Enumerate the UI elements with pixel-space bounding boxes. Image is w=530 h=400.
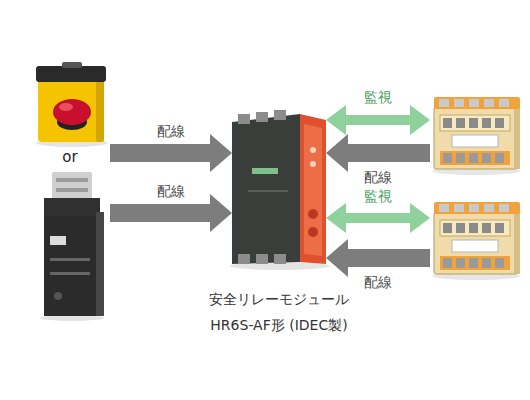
arrow-label: 監視 — [364, 188, 392, 206]
emergency-stop — [32, 60, 110, 160]
wiring-arrow — [326, 239, 430, 277]
contactor-illustration — [432, 97, 520, 175]
contactor — [430, 95, 522, 170]
monitor-arrow — [326, 203, 430, 233]
wiring-arrow — [110, 134, 232, 172]
arrow-label: 監視 — [364, 89, 392, 107]
wiring-arrow — [326, 134, 430, 172]
contactor — [430, 200, 522, 275]
safety-relay-module: 安全リレーモジュール HR6S-AF形 (IDEC製) — [232, 110, 326, 268]
monitor-arrow — [326, 105, 430, 135]
wiring-arrow — [110, 194, 232, 232]
emergency-stop-illustration — [36, 62, 108, 147]
relay-module-illustration — [230, 110, 330, 270]
interlock-switch — [32, 168, 110, 320]
arrow-label: 配線 — [364, 274, 392, 292]
contactor-illustration — [432, 202, 520, 280]
arrow-label: 配線 — [157, 123, 185, 141]
node-caption: 安全リレーモジュール HR6S-AF形 (IDEC製) — [194, 286, 364, 338]
connector-word: or — [62, 148, 77, 166]
arrow-label: 配線 — [364, 169, 392, 187]
interlock-switch-illustration — [40, 172, 104, 321]
arrow-label: 配線 — [157, 183, 185, 201]
